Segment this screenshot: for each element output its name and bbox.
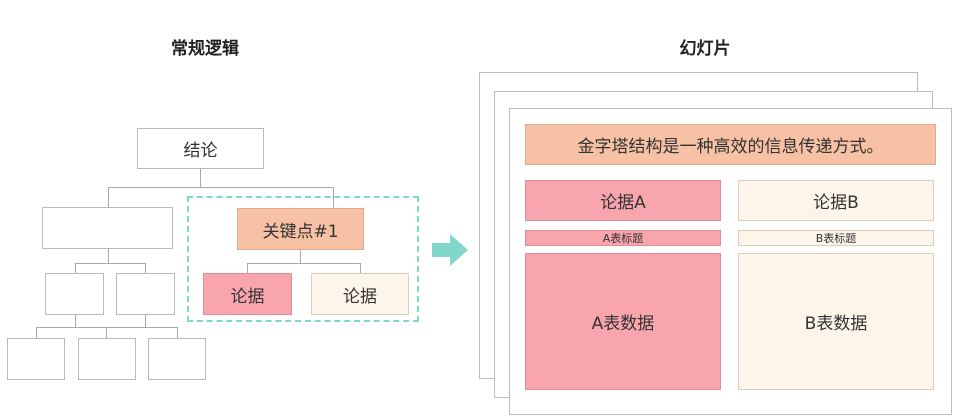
argument-a-header: 论据A: [525, 180, 721, 221]
connector-to-bottom-3: [177, 327, 178, 338]
argument-b-label: 论据B: [813, 193, 859, 213]
argument-a-label: 论据A: [600, 193, 646, 213]
left-heading: 常规逻辑: [171, 39, 239, 59]
connector-top-horizontal: [108, 187, 333, 188]
connector-mid2-down: [145, 315, 146, 327]
left-branch-box: [42, 207, 173, 249]
key-point-box: 关键点#1: [237, 208, 364, 250]
argument-right-label: 论据: [343, 286, 377, 307]
mid-box-2: [116, 273, 175, 315]
connector-to-mid-1: [75, 263, 76, 273]
table-a-data-box: A表数据: [525, 253, 721, 390]
table-b-title-label: B表标题: [815, 232, 857, 245]
highlight-group: [187, 196, 419, 322]
table-b-data-box: B表数据: [738, 253, 934, 390]
table-a-title-bar: A表标题: [525, 230, 721, 246]
connector-to-left-branch: [108, 187, 109, 207]
connector-key-point-down: [300, 250, 301, 263]
bottom-box-1: [7, 338, 65, 380]
right-heading: 幻灯片: [679, 39, 731, 59]
mid-box-1: [45, 273, 104, 315]
bottom-box-3: [148, 338, 206, 380]
connector-args-horizontal: [247, 263, 360, 264]
argument-right-box: 论据: [311, 273, 409, 315]
connector-root-down: [200, 169, 201, 187]
table-b-title-bar: B表标题: [738, 230, 934, 246]
key-point-label: 关键点#1: [262, 221, 339, 242]
connector-mid1-down: [75, 315, 76, 327]
connector-left-mid-horizontal: [75, 263, 145, 264]
bottom-box-2: [78, 338, 136, 380]
connector-to-arg-right: [360, 263, 361, 273]
table-a-title-label: A表标题: [602, 232, 644, 245]
root-conclusion-box: 结论: [137, 128, 264, 169]
table-a-data-label: A表数据: [591, 314, 655, 334]
right-arrow-icon: [432, 234, 468, 266]
argument-left-box: 论据: [203, 273, 292, 315]
slide-title-text: 金字塔结构是一种高效的信息传递方式。: [577, 137, 884, 157]
connector-to-arg-left: [247, 263, 248, 273]
connector-to-mid-2: [145, 263, 146, 273]
table-b-data-label: B表数据: [804, 314, 868, 334]
connector-to-bottom-1: [36, 327, 37, 338]
root-conclusion-label: 结论: [183, 141, 218, 161]
argument-b-header: 论据B: [738, 180, 934, 221]
argument-left-label: 论据: [230, 286, 265, 307]
connector-to-bottom-2: [106, 327, 107, 338]
connector-left-branch-down: [108, 249, 109, 263]
slide-title-bar: 金字塔结构是一种高效的信息传递方式。: [525, 124, 936, 165]
